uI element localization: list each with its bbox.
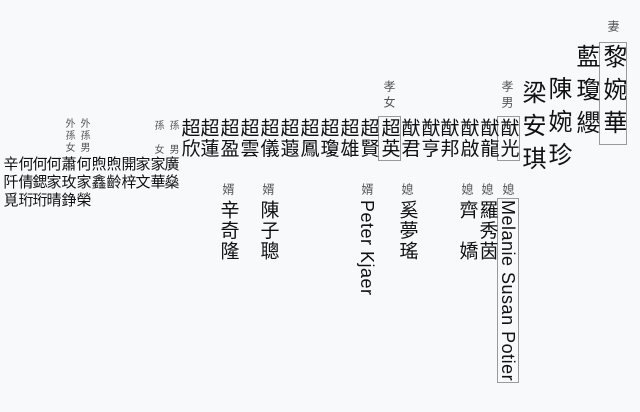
- son-name: 猷光: [496, 116, 520, 161]
- daughter-name: 超雄: [337, 118, 360, 159]
- sons-label: 孝男: [500, 80, 514, 112]
- ext-granddaughter-name: 蕭玫錚: [59, 156, 78, 210]
- daughter-name: 超欣: [178, 118, 201, 159]
- daughters-label: 孝女: [382, 80, 396, 112]
- in-law-label: 婿: [360, 183, 374, 199]
- in-law-name: 羅秀茵: [476, 200, 499, 262]
- daughter-name: 超雲: [237, 118, 260, 159]
- partner-name: 陳婉珍: [544, 76, 572, 175]
- ext-granddaughter-label: 外孫女: [63, 118, 74, 154]
- in-law-name: 奚夢瑤: [396, 200, 419, 262]
- in-law-label: 婿: [221, 183, 235, 199]
- daughter-name: 超蕸: [277, 118, 300, 159]
- in-law-name: Melanie Susan Potier: [497, 197, 519, 384]
- daughter-name: 超賢: [357, 118, 380, 159]
- daughter-name: 超盈: [217, 118, 240, 159]
- grandchild-name: 煦鑫: [89, 156, 108, 192]
- ext-grandson-label: 外孫男: [78, 118, 89, 154]
- in-law-label: 媳: [400, 183, 414, 199]
- son-name: 猷啟: [457, 118, 480, 159]
- grandchild-name: 辛阡覓: [1, 156, 20, 210]
- son-name: 猷邦: [437, 118, 460, 159]
- daughter-name: 超蓮: [197, 118, 220, 159]
- son-name: 猷龍: [477, 118, 500, 159]
- grandson-label: 孫 男: [167, 120, 178, 156]
- daughter-name: 超英: [377, 116, 401, 161]
- grandchild-name: 開梓: [119, 156, 138, 192]
- in-law-name: 齊 嬌: [456, 200, 479, 262]
- grandson-name: 廣燊: [162, 156, 181, 192]
- in-law-label: 媳: [501, 183, 515, 199]
- son-name: 猷亨: [418, 118, 441, 159]
- in-law-label: 媳: [480, 183, 494, 199]
- in-law-name: Peter Kjaer: [357, 200, 377, 296]
- wife-name: 黎婉華: [599, 42, 627, 145]
- wife-label: 妻: [606, 20, 620, 36]
- granddaughter-name: 家華: [148, 156, 167, 192]
- grandchild-name: 何鍶珩: [30, 156, 49, 210]
- grandchild-name: 何倩珩: [16, 156, 35, 210]
- daughter-name: 超鳳: [297, 118, 320, 159]
- in-law-name: 陳子聰: [257, 200, 280, 262]
- granddaughter-label: 孫 女: [152, 120, 163, 156]
- in-law-name: 辛奇隆: [217, 200, 240, 262]
- partner-name: 藍瓊纓: [572, 44, 600, 143]
- in-law-label: 媳: [460, 183, 474, 199]
- daughter-name: 超瓊: [317, 118, 340, 159]
- partner-name: 梁安琪: [518, 80, 546, 179]
- in-law-label: 婿: [261, 183, 275, 199]
- grandchild-name: 家文: [133, 156, 152, 192]
- daughter-name: 超儀: [257, 118, 280, 159]
- grandchild-name: 何家晴: [44, 156, 63, 210]
- son-name: 猷君: [398, 118, 421, 159]
- grandchild-name: 煦齡: [104, 156, 123, 192]
- ext-grandson-name: 何家榮: [74, 156, 93, 210]
